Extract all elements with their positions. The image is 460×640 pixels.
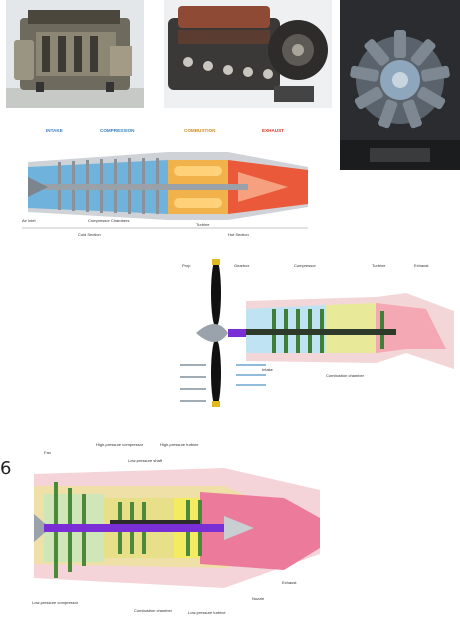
hp-shaft: [110, 520, 200, 524]
label-hp-turbine: High-pressure turbine: [160, 442, 199, 447]
label-turbine: Turbine: [196, 222, 210, 227]
margin-mark: 6: [0, 458, 11, 479]
turbojet-diagram: INTAKE COMPRESSION COMBUSTION EXHAUST Ai…: [18, 122, 318, 240]
label-gearbox: Gearbox: [234, 263, 249, 268]
label-turbine: Turbine: [372, 263, 386, 268]
label-lp-compressor: Low-pressure compressor: [32, 600, 79, 605]
label-air-inlet: Air Inlet: [22, 218, 36, 223]
label-compressor: Compressor: [294, 263, 316, 268]
inline-engine-photo: [6, 0, 144, 108]
propeller-blade-bottom: [211, 339, 221, 407]
label-cold-section: Cold Section: [78, 232, 101, 237]
spinner: [196, 324, 228, 342]
turboprop-diagram: Prop Gearbox Compressor Turbine Exhaust …: [176, 253, 460, 415]
lp-shaft: [44, 524, 224, 532]
label-intake: Intake: [262, 367, 274, 372]
section-exhaust: EXHAUST: [262, 128, 284, 133]
label-compressor: Compressor Chambers: [88, 218, 129, 223]
section-compression: COMPRESSION: [100, 128, 135, 133]
turbofan-diagram: Fan High-pressure compressor High-pressu…: [24, 438, 324, 635]
label-combustion: Combustion chamber: [134, 608, 173, 613]
shaft: [38, 184, 248, 190]
label-prop: Prop: [182, 263, 191, 268]
label-lp-shaft: Low-pressure shaft: [128, 458, 163, 463]
label-combustion: Combustion chamber: [326, 373, 365, 378]
propeller-blade-top: [211, 259, 221, 327]
label-hp-compressor: High-pressure compressor: [96, 442, 144, 447]
engine-shaft: [246, 329, 396, 335]
label-nozzle: Nozzle: [252, 596, 265, 601]
v12-engine-photo: [164, 0, 332, 108]
section-combustion: COMBUSTION: [184, 128, 216, 133]
label-hot-section: Hot Section: [228, 232, 249, 237]
gearbox-shaft: [228, 329, 246, 337]
label-fan: Fan: [44, 450, 51, 455]
label-lp-turbine: Low-pressure turbine: [188, 610, 226, 615]
label-exhaust: Exhaust: [282, 580, 297, 585]
radial-engine-photo: [340, 0, 460, 170]
label-exhaust: Exhaust: [414, 263, 429, 268]
section-intake: INTAKE: [46, 128, 63, 133]
